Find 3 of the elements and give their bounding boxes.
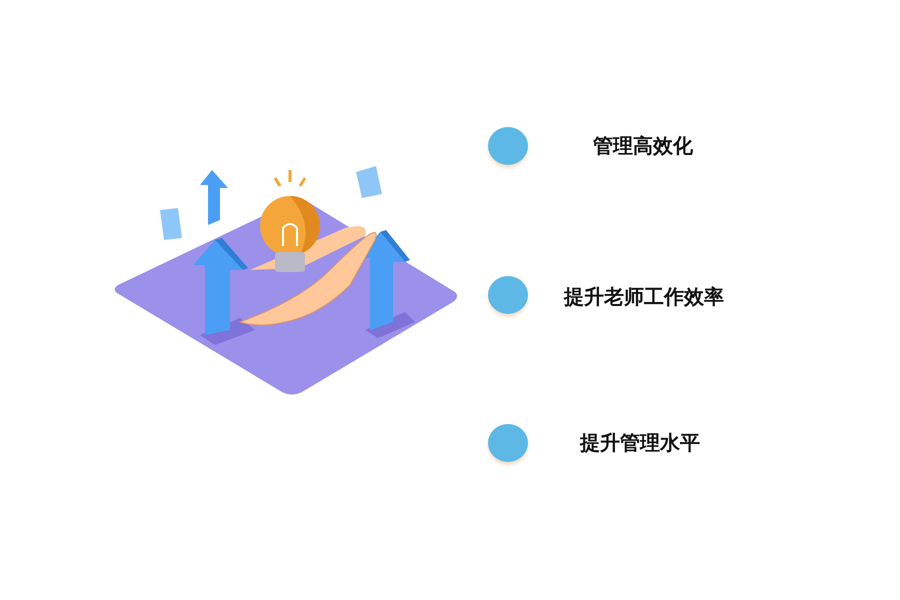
bullet-text: 提升老师工作效率 bbox=[564, 284, 724, 310]
bullet-text: 提升管理水平 bbox=[580, 430, 700, 456]
bullet-text: 管理高效化 bbox=[593, 132, 693, 160]
